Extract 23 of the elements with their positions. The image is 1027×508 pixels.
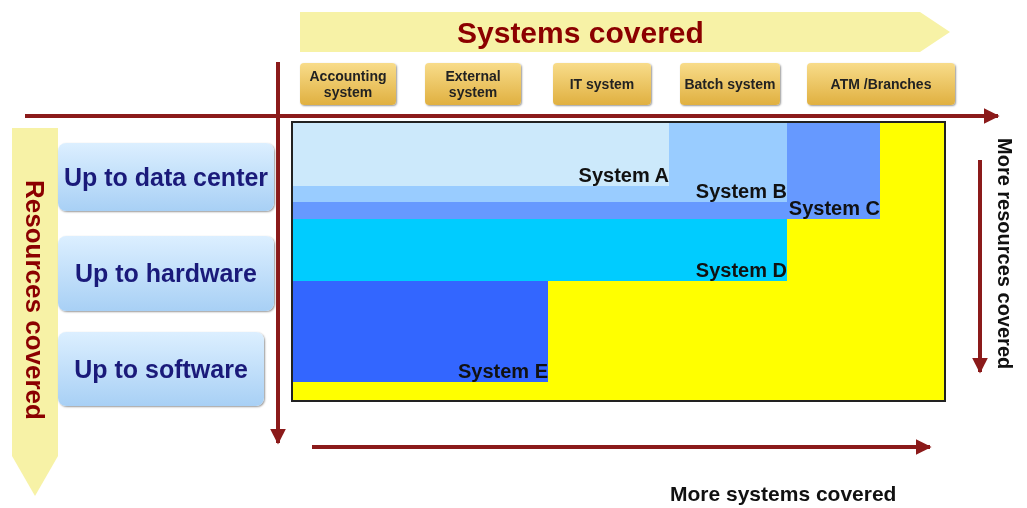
row-header: Up to software: [58, 332, 264, 406]
column-header: IT system: [553, 63, 651, 105]
coverage-region: [293, 219, 787, 281]
system-label: System B: [695, 180, 787, 202]
column-header: External system: [425, 63, 521, 105]
row-header: Up to hardware: [58, 236, 274, 311]
axis-caption: More resources covered: [993, 138, 1016, 370]
coverage-region: [293, 123, 787, 202]
coverage-region: [293, 281, 548, 382]
band-title: Systems covered: [457, 16, 704, 50]
coverage-region: [293, 123, 669, 186]
column-header: ATM /Branches: [807, 63, 955, 105]
system-label: System D: [695, 259, 787, 281]
system-label: System C: [788, 197, 880, 219]
system-label: System A: [578, 164, 669, 186]
system-label: System E: [457, 360, 548, 382]
coverage-region: [293, 123, 880, 219]
band-title: Resources covered: [19, 180, 50, 420]
axis-caption: More systems covered: [670, 482, 897, 506]
column-header: Accounting system: [300, 63, 396, 105]
column-header: Batch system: [680, 63, 780, 105]
row-header: Up to data center: [58, 143, 274, 211]
coverage-area: [291, 121, 946, 402]
